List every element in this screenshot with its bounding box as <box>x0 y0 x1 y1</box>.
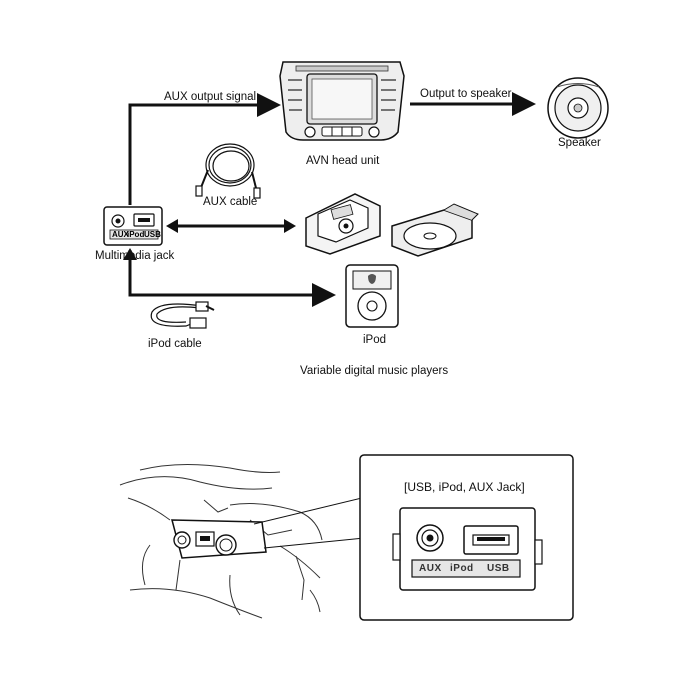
ipod-icon <box>345 264 399 328</box>
aux-output-arrow <box>128 93 281 205</box>
dashboard-sketch <box>119 463 323 619</box>
aux-cable-label: AUX cable <box>203 196 258 208</box>
jack-large-label-usb: USB <box>487 563 510 574</box>
jack-large-label-aux: AUX <box>419 563 442 574</box>
multimedia-jack-label: Multimedia jack <box>95 250 175 262</box>
ipod-label: iPod <box>363 334 387 346</box>
mp3-player-icon <box>305 193 381 255</box>
jack-large-label-ipod: iPod <box>450 563 474 574</box>
jack-small-label-usb: USB <box>144 230 161 239</box>
multimedia-jack-small-icon <box>103 206 163 246</box>
output-to-speaker-label: Output to speaker <box>420 88 512 100</box>
ipod-cable-label: iPod cable <box>148 338 202 350</box>
jack-small-label-ipod: iPod <box>127 230 144 239</box>
speaker-label: Speaker <box>558 137 601 149</box>
variable-players-label: Variable digital music players <box>300 365 449 377</box>
jack-to-players-arrow <box>166 219 296 233</box>
dashboard-jack-panel <box>171 519 267 559</box>
cd-player-icon <box>391 203 479 257</box>
ipod-cable-arrow <box>128 250 336 307</box>
avn-head-unit-icon <box>279 61 405 141</box>
aux-cable-icon <box>195 143 261 199</box>
jack-small-label-aux: AUX <box>112 230 130 239</box>
aux-output-signal-label: AUX output signal <box>164 91 257 103</box>
multimedia-jack-large-icon <box>392 507 543 591</box>
ipod-cable-icon <box>150 301 215 329</box>
avn-head-unit-label: AVN head unit <box>306 155 380 167</box>
jack-title-label: [USB, iPod, AUX Jack] <box>404 480 525 494</box>
speaker-icon <box>547 77 609 139</box>
